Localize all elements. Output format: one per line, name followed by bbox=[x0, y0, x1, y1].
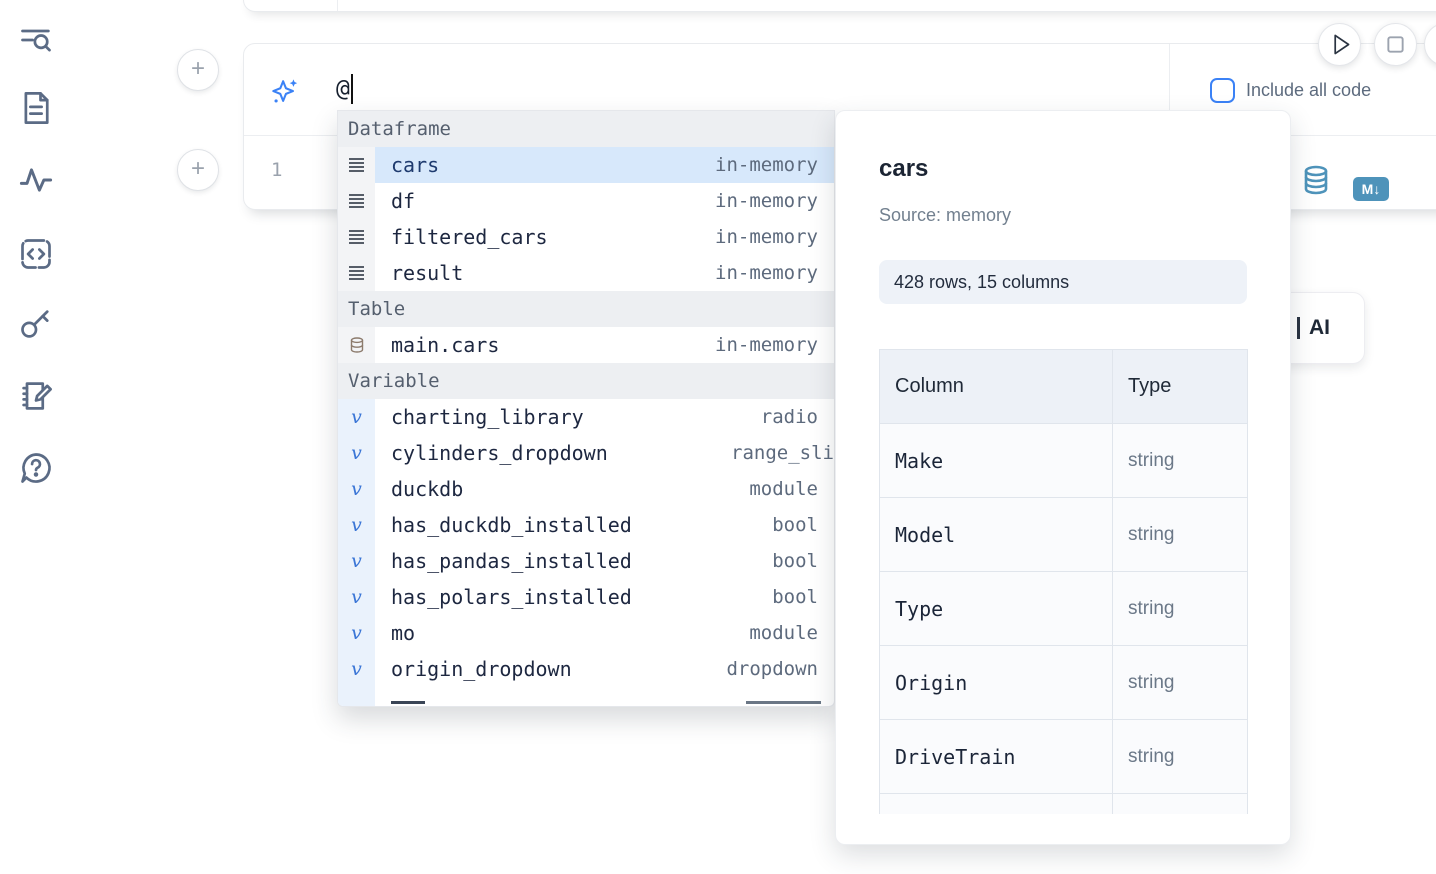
ai-button-label: AI bbox=[1309, 316, 1330, 339]
table-row: DriveTrain string bbox=[879, 719, 1248, 794]
section-header-variable: Variable bbox=[338, 363, 834, 399]
schema-header-row: Column Type bbox=[879, 349, 1248, 424]
preview-source: Source: memory bbox=[879, 205, 1012, 225]
column-type: string bbox=[1112, 423, 1248, 498]
autocomplete-item-partial[interactable] bbox=[338, 687, 834, 706]
column-type: string bbox=[1112, 571, 1248, 646]
schema-header-type: Type bbox=[1112, 349, 1248, 424]
markdown-icon[interactable]: M↓ bbox=[1353, 177, 1389, 201]
schema-header-column: Column bbox=[879, 349, 1113, 424]
hidden-label-sliver bbox=[1297, 317, 1300, 339]
column-name: Type bbox=[879, 571, 1113, 646]
variable-icon: v bbox=[338, 507, 375, 543]
column-name: Model bbox=[879, 497, 1113, 572]
variable-icon: v bbox=[338, 399, 375, 435]
variable-icon: v bbox=[338, 435, 375, 471]
play-icon bbox=[1334, 34, 1350, 55]
stop-icon bbox=[1387, 36, 1404, 53]
variable-icon: v bbox=[338, 615, 375, 651]
shape-badge: 428 rows, 15 columns bbox=[879, 260, 1247, 304]
database-icon[interactable] bbox=[1300, 164, 1332, 196]
key-icon[interactable] bbox=[18, 306, 54, 342]
run-cell-button[interactable] bbox=[1318, 23, 1361, 66]
include-all-code-label: Include all code bbox=[1246, 80, 1372, 100]
variable-icon: v bbox=[338, 471, 375, 507]
column-name: Origin bbox=[879, 645, 1113, 720]
section-header-dataframe: Dataframe bbox=[338, 111, 834, 147]
previous-cell bbox=[243, 0, 1436, 12]
add-cell-button[interactable]: + bbox=[177, 149, 219, 191]
column-type: string bbox=[1112, 645, 1248, 720]
variable-icon: v bbox=[338, 579, 375, 615]
dataframe-icon bbox=[338, 255, 375, 291]
include-all-code-checkbox[interactable] bbox=[1210, 78, 1235, 103]
dataframe-icon bbox=[338, 147, 375, 183]
ai-prompt-input[interactable]: @ bbox=[336, 74, 353, 104]
scratchpad-icon[interactable] bbox=[18, 378, 54, 414]
add-cell-button[interactable]: + bbox=[177, 49, 219, 91]
variable-icon: v bbox=[338, 651, 375, 687]
code-editor[interactable]: 1 M↓ bbox=[244, 137, 1436, 209]
sidebar bbox=[0, 0, 72, 874]
sparkle-ai-icon bbox=[270, 77, 300, 107]
table-row: Model string bbox=[879, 497, 1248, 572]
variable-icon: v bbox=[338, 543, 375, 579]
help-chat-icon[interactable] bbox=[18, 450, 54, 486]
section-header-table: Table bbox=[338, 291, 834, 327]
preview-title: cars bbox=[879, 155, 929, 182]
stop-cell-button[interactable] bbox=[1374, 23, 1417, 66]
table-row: Origin string bbox=[879, 645, 1248, 720]
table-row-partial bbox=[879, 793, 1248, 814]
column-name: DriveTrain bbox=[879, 719, 1113, 794]
table-row: Type string bbox=[879, 571, 1248, 646]
dataframe-icon bbox=[338, 183, 375, 219]
line-number: 1 bbox=[271, 159, 283, 181]
column-name: Make bbox=[879, 423, 1113, 498]
dataframe-preview-panel: cars Source: memory 428 rows, 15 columns… bbox=[835, 110, 1291, 845]
column-type: string bbox=[1112, 497, 1248, 572]
document-icon[interactable] bbox=[18, 90, 54, 126]
divider bbox=[337, 0, 338, 11]
code-box-icon[interactable] bbox=[18, 236, 54, 272]
column-type: string bbox=[1112, 719, 1248, 794]
schema-table: Column Type Make string Model string Typ… bbox=[879, 349, 1248, 814]
activity-icon[interactable] bbox=[18, 162, 54, 198]
table-database-icon bbox=[338, 327, 375, 363]
include-all-code-zone: Include all code bbox=[1169, 44, 1436, 136]
table-row: Make string bbox=[879, 423, 1248, 498]
search-list-icon[interactable] bbox=[18, 22, 54, 58]
schema-table-wrap: Column Type Make string Model string Typ… bbox=[879, 349, 1248, 814]
dataframe-icon bbox=[338, 219, 375, 255]
